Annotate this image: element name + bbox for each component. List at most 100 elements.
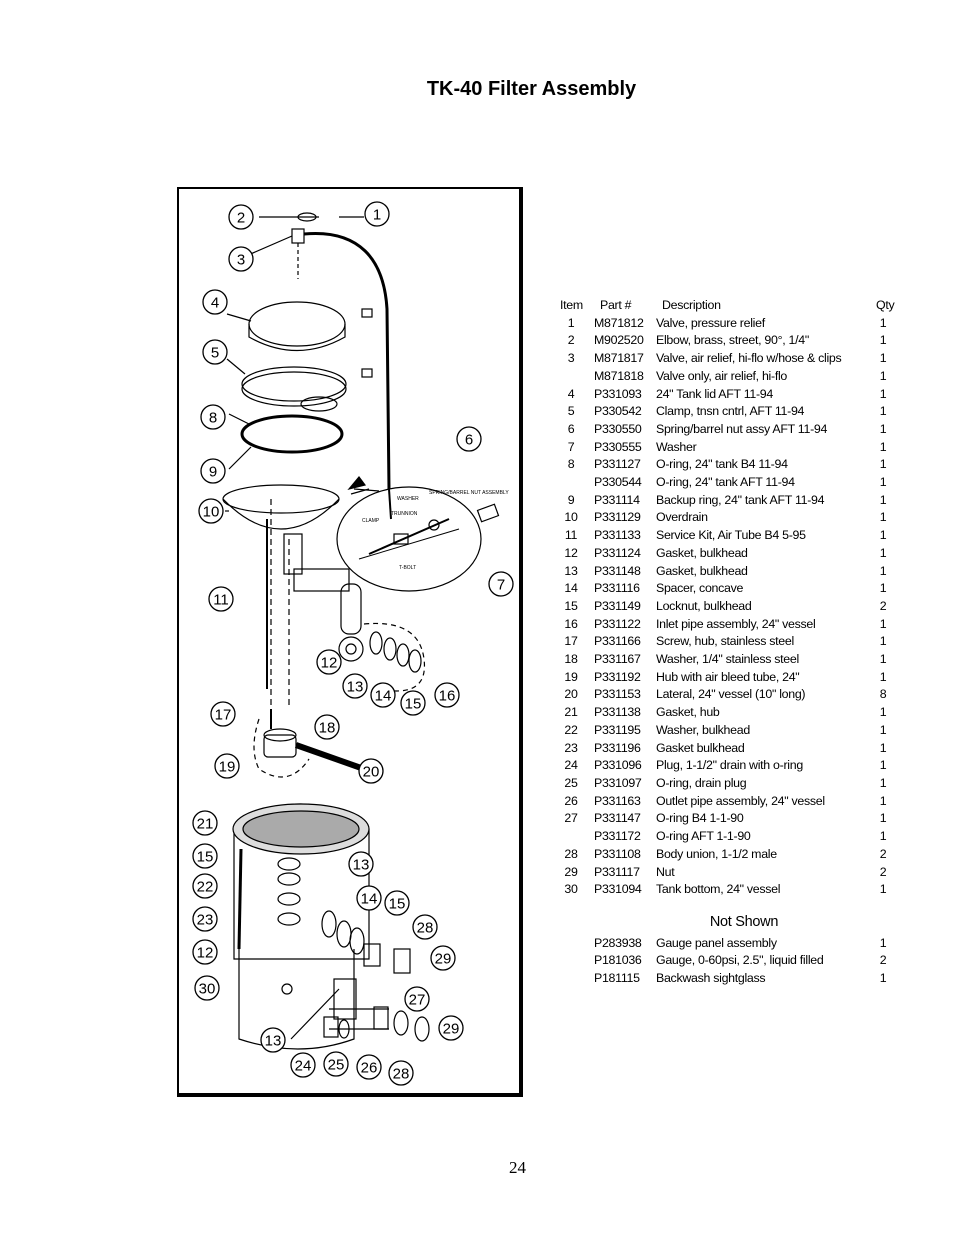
svg-text:23: 23: [197, 912, 214, 929]
svg-text:30: 30: [199, 981, 216, 998]
inset-label: WASHER: [397, 496, 419, 502]
item-cell: 11: [564, 528, 578, 543]
svg-text:26: 26: [361, 1060, 378, 1077]
callout-22: 22: [192, 873, 218, 899]
header-item: Item: [560, 298, 583, 312]
callout-14: 14: [370, 682, 396, 708]
qty-cell: 8: [879, 687, 887, 702]
callout-27: 27: [404, 986, 430, 1012]
part-number-cell: P331147: [594, 811, 641, 826]
header-qty: Qty: [876, 298, 895, 312]
qty-cell: 1: [879, 775, 887, 790]
part-number-cell: P330542: [594, 404, 642, 419]
qty-cell: 1: [879, 475, 887, 490]
part-number-cell: P331166: [594, 634, 641, 649]
svg-text:25: 25: [328, 1057, 345, 1074]
part-number-cell: P331129: [594, 510, 641, 525]
part-number-cell: P331153: [594, 687, 641, 702]
callout-3: 3: [228, 246, 254, 272]
qty-cell: 1: [879, 404, 887, 419]
header-description: Description: [662, 298, 721, 312]
svg-text:24: 24: [295, 1058, 312, 1075]
part-number-cell: P331195: [594, 722, 641, 737]
qty-cell: 1: [879, 793, 887, 808]
svg-text:13: 13: [347, 679, 364, 696]
part-number-cell: M871817: [594, 351, 644, 366]
svg-text:6: 6: [465, 432, 473, 449]
description-cell: Valve only, air relief, hi-flo: [656, 368, 788, 383]
part-number-cell: P331192: [594, 669, 641, 684]
item-cell: 24: [564, 758, 578, 773]
item-cell: 7: [567, 439, 575, 454]
description-cell: Gasket, bulkhead: [656, 563, 748, 578]
item-cell: [560, 828, 582, 846]
svg-text:1: 1: [373, 207, 381, 224]
svg-text:21: 21: [197, 816, 214, 833]
description-cell: Nut: [656, 864, 675, 879]
qty-cell: 1: [879, 581, 887, 596]
description-cell: Overdrain: [656, 510, 708, 525]
description-cell: Locknut, bulkhead: [656, 598, 752, 613]
qty-cell: 2: [879, 864, 887, 879]
item-cell: 23: [564, 740, 578, 755]
item-cell: 10: [564, 510, 578, 525]
qty-cell: 1: [879, 545, 887, 560]
qty-cell: 1: [879, 882, 887, 897]
callout-12: 12: [316, 649, 342, 675]
item-cell: 3: [567, 351, 575, 366]
header-part: Part #: [600, 298, 632, 312]
item-cell: 25: [564, 775, 578, 790]
description-cell: Screw, hub, stainless steel: [656, 634, 794, 649]
callout-20: 20: [358, 758, 384, 784]
svg-text:11: 11: [213, 592, 229, 609]
description-cell: O-ring AFT 1-1-90: [656, 829, 751, 844]
svg-text:13: 13: [353, 857, 370, 874]
svg-text:3: 3: [237, 252, 245, 269]
callout-10: 10: [198, 498, 224, 524]
description-cell: Washer, bulkhead: [656, 722, 750, 737]
item-cell: 13: [564, 563, 578, 578]
item-cell: 4: [567, 386, 575, 401]
part-number-cell: P331133: [594, 528, 641, 543]
svg-text:2: 2: [237, 210, 245, 227]
description-cell: Spacer, concave: [656, 581, 744, 596]
svg-text:12: 12: [197, 945, 214, 962]
callout-26: 26: [356, 1054, 382, 1080]
inset-label: CLAMP: [362, 518, 380, 524]
item-cell: 8: [567, 457, 575, 472]
part-number-cell: P331148: [594, 563, 641, 578]
svg-text:16: 16: [439, 688, 456, 705]
svg-text:28: 28: [417, 920, 434, 937]
description-cell: O-ring, 24" tank AFT 11-94: [656, 475, 795, 490]
callout-30: 30: [194, 975, 220, 1001]
item-cell: 30: [564, 882, 578, 897]
svg-text:13: 13: [265, 1033, 282, 1050]
item-cell: 5: [567, 404, 575, 419]
callout-6: 6: [456, 426, 482, 452]
qty-cell: 1: [879, 705, 887, 720]
callout-24: 24: [290, 1052, 316, 1078]
svg-text:27: 27: [409, 992, 426, 1009]
description-cell: Gasket, bulkhead: [656, 545, 748, 560]
part-number-cell: P331116: [594, 581, 640, 596]
description-cell: O-ring, drain plug: [656, 775, 747, 790]
svg-text:7: 7: [497, 577, 505, 594]
qty-cell: 1: [879, 315, 887, 330]
callout-18: 18: [314, 714, 340, 740]
callout-14: 14: [356, 885, 382, 911]
